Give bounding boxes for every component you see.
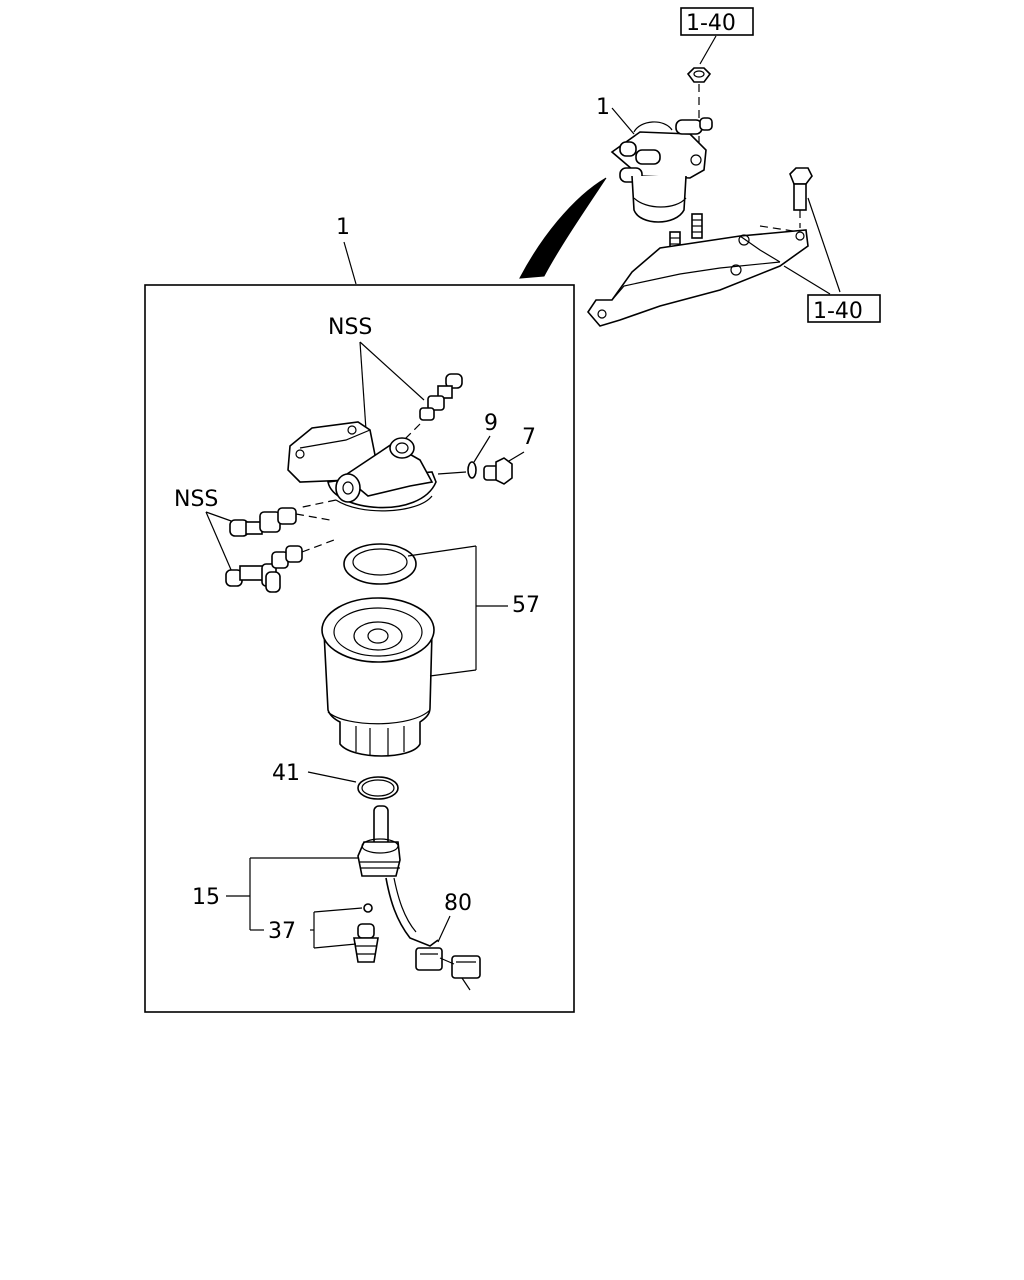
mounting-bracket [586,229,809,327]
inset-assembly: 1-40 1 [586,7,881,327]
part-label-41: 41 [272,761,300,786]
connector-arrow [519,177,607,279]
assembly-label-main: 1 [336,215,350,240]
detail-frame [144,284,575,1013]
water-sensor-15 [357,805,439,947]
fitting-upper [419,373,463,421]
bolt-right [789,167,813,211]
part-label-7: 7 [522,425,536,450]
connector-80 [415,947,481,991]
part-label-37: 37 [268,919,296,944]
gasket-ring [343,543,417,585]
filter-cartridge [321,597,435,757]
part-label-15: 15 [192,885,220,910]
ref-box-right[interactable]: 1-40 [807,294,881,324]
bolt-7 [483,457,513,485]
fitting-left-upper [229,507,297,537]
nss-label-upper: NSS [328,315,372,340]
washer-9 [467,461,477,479]
assembly-label-top: 1 [596,95,610,120]
o-ring-41 [357,776,399,800]
ref-label-right: 1-40 [813,299,863,324]
ref-leader-top [699,35,717,65]
part-label-57: 57 [512,593,540,618]
ref-label-top: 1-40 [686,11,736,36]
fitting-left-lower [225,545,303,593]
ref-box-top[interactable]: 1-40 [680,7,754,36]
nss-label-left: NSS [174,487,218,512]
part-label-9: 9 [484,411,498,436]
filter-head-small [610,117,713,223]
part-label-80: 80 [444,891,472,916]
filter-head [287,421,437,512]
nut [686,67,712,83]
drain-plug-37 [353,923,379,963]
